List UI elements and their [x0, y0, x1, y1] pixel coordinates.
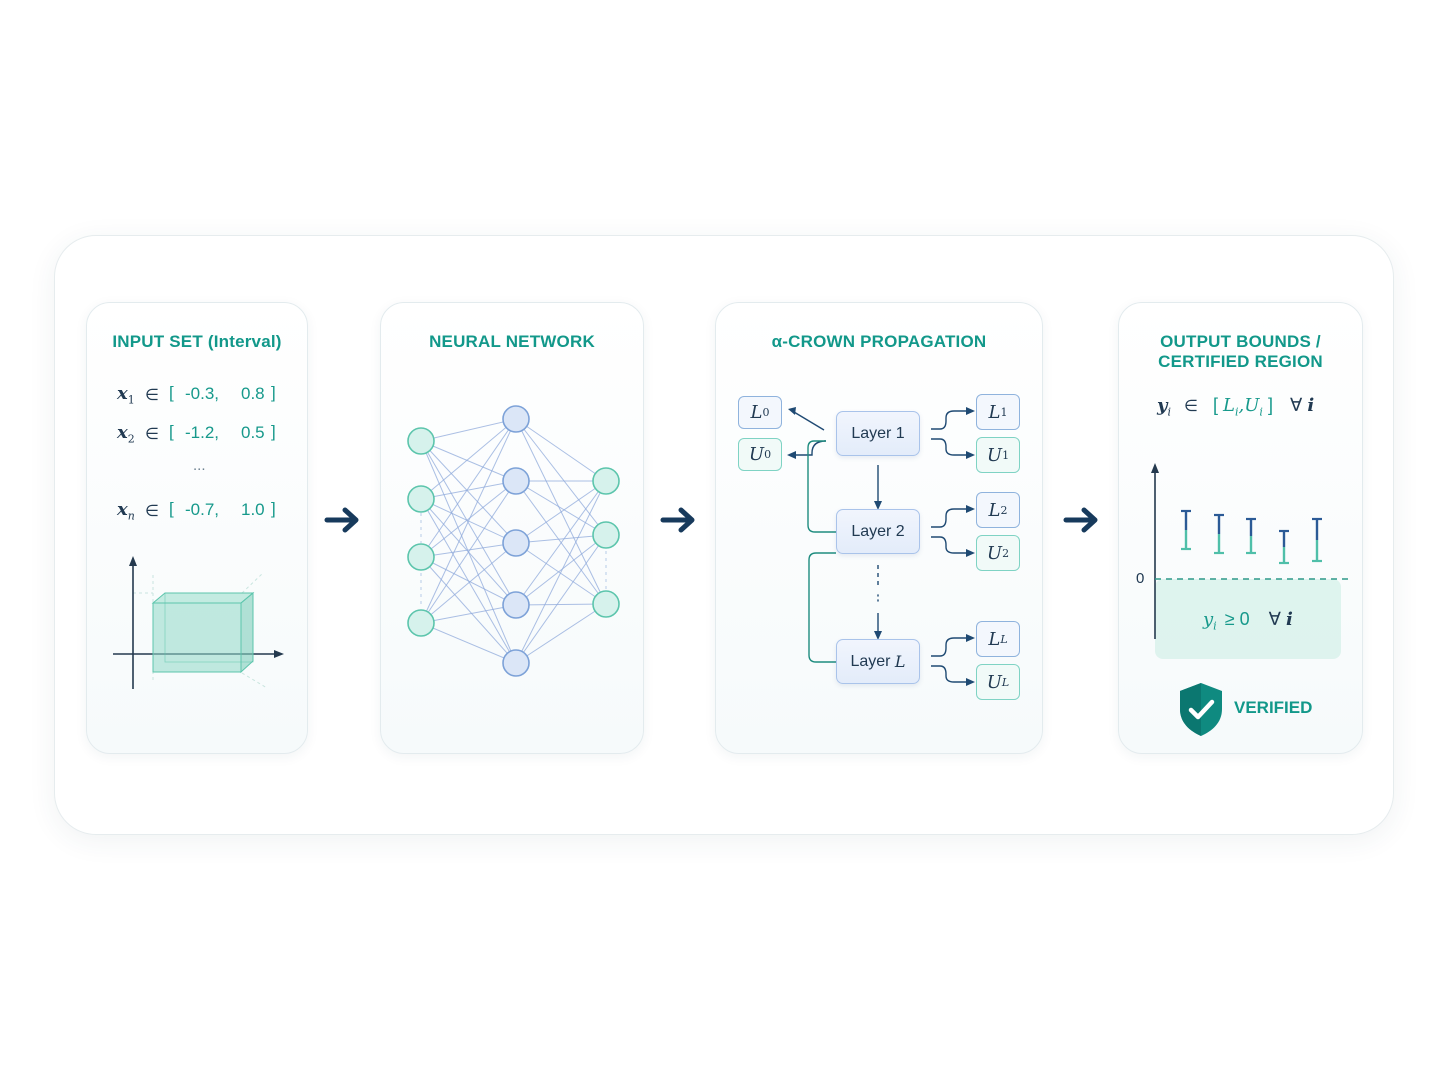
- network-node: [407, 609, 435, 637]
- verified-label: VERIFIED: [1234, 698, 1313, 717]
- network-node: [407, 485, 435, 513]
- network-edge: [420, 542, 517, 624]
- layer-L-block: Layer L: [836, 639, 920, 684]
- output-bounds-panel: OUTPUT BOUNDS / CERTIFIED REGION yi ∈ [ …: [1118, 302, 1363, 754]
- network-edge: [420, 480, 517, 558]
- network-graph: [407, 405, 620, 677]
- network-edge: [420, 418, 517, 500]
- network-edge: [515, 418, 607, 536]
- crown-connectors: [787, 407, 975, 686]
- network-edge: [515, 603, 607, 606]
- layer-2-block: Layer 2: [836, 509, 920, 554]
- input-ellipsis: ...: [193, 457, 206, 474]
- network-edge: [515, 534, 607, 664]
- network-edge: [420, 480, 517, 624]
- output-title-line1: OUTPUT BOUNDS /: [1160, 332, 1321, 351]
- output-title-line2: CERTIFIED REGION: [1158, 352, 1323, 371]
- crown-propagation-panel: α-CROWN PROPAGATION: [715, 302, 1043, 754]
- network-edge: [515, 480, 607, 544]
- network-node: [592, 521, 620, 549]
- zero-label: 0: [1136, 570, 1145, 587]
- network-edge: [420, 604, 517, 624]
- arrow-right-icon: [660, 507, 695, 533]
- network-edge: [515, 534, 607, 606]
- network-edge: [420, 418, 517, 558]
- network-edge: [420, 542, 517, 558]
- network-edge: [420, 556, 517, 606]
- network-edge: [515, 480, 607, 664]
- network-edge: [420, 418, 517, 442]
- certified-condition: yi ≥ 0 ∀ i: [1203, 609, 1293, 633]
- shield-check-icon: [1180, 683, 1222, 736]
- network-edge: [515, 480, 607, 606]
- network-edge: [515, 534, 607, 544]
- input-set-panel: INPUT SET (Interval) x1 ∈ [ -0.3, 0.8 ] …: [86, 302, 308, 754]
- network-edge: [420, 440, 517, 544]
- arrow-right-icon: [324, 507, 359, 533]
- network-node: [502, 405, 530, 433]
- network-edge: [420, 622, 517, 664]
- network-node: [502, 649, 530, 677]
- input-set-title: INPUT SET (Interval): [112, 332, 282, 351]
- arrow-right-icon: [1063, 507, 1098, 533]
- crown-title: α-CROWN PROPAGATION: [771, 332, 987, 351]
- network-edge: [515, 603, 607, 664]
- network-node: [502, 591, 530, 619]
- network-edge: [515, 418, 607, 482]
- input-box-plot: [113, 556, 284, 689]
- neural-network-title: NEURAL NETWORK: [429, 332, 595, 351]
- network-node: [502, 467, 530, 495]
- certified-region: [1155, 579, 1341, 659]
- network-node: [502, 529, 530, 557]
- layer-1-block: Layer 1: [836, 411, 920, 456]
- network-node: [592, 467, 620, 495]
- network-edge: [420, 440, 517, 482]
- output-bounds-plot: [1151, 463, 1349, 659]
- network-node: [592, 590, 620, 618]
- network-edge: [420, 556, 517, 664]
- network-edge: [420, 418, 517, 624]
- network-edge: [420, 480, 517, 500]
- input-var: x: [117, 383, 128, 404]
- network-node: [407, 427, 435, 455]
- network-edge: [515, 542, 607, 605]
- network-edge: [420, 440, 517, 606]
- network-edge: [515, 480, 607, 536]
- output-formula: yi ∈ [ Li,Ui ] ∀ i: [1157, 395, 1315, 419]
- neural-network-panel: NEURAL NETWORK: [380, 302, 644, 754]
- network-node: [407, 543, 435, 571]
